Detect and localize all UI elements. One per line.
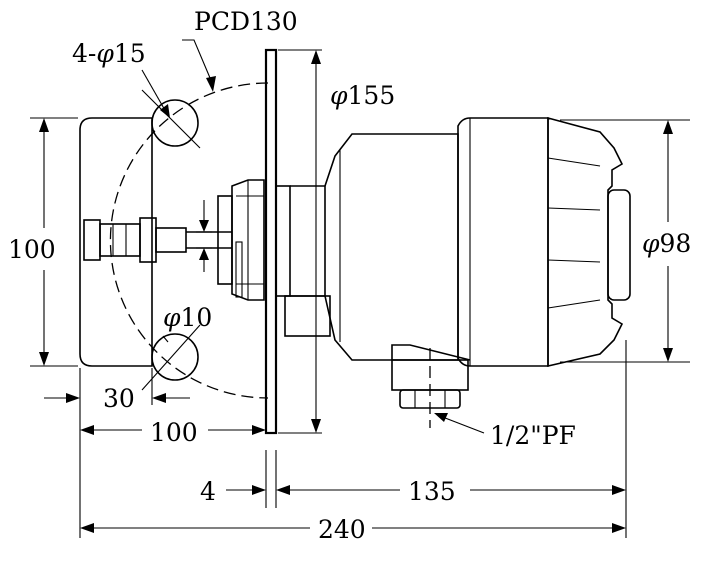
paddle-length-label: 100 [150,418,198,447]
leader-thread [434,413,485,434]
shaft [186,231,232,249]
shaft-coupling [83,217,187,263]
leader-shaft [162,335,169,343]
hole-label: 4-φ15 [72,39,146,68]
dim-shaft [196,200,212,272]
mounting-flange [264,48,278,435]
flange-dia-label: φ155 [330,81,395,110]
shaft-gland [217,179,265,301]
dim-flange-dia [278,49,322,434]
conduit-entry [391,344,471,428]
housing-neck [275,185,331,337]
leader-pcd [182,39,216,92]
shaft-dia-label: φ10 [163,303,212,332]
dim-overall-length [80,523,626,533]
flange-thickness-label: 4 [200,477,216,506]
bolt-hole-bottom [141,324,201,391]
paddle-width-label: 30 [103,384,135,413]
dim-housing-length [276,340,627,538]
dim-paddle-length [80,425,266,435]
pcd-circle [109,82,269,399]
dim-paddle-height [30,117,78,367]
bolt-hole-top [141,89,201,149]
housing-body [324,133,459,361]
housing-cover [457,116,631,368]
dim-housing-dia [560,119,690,363]
housing-length-label: 135 [408,477,456,506]
paddle-height-label: 100 [8,235,56,264]
dim-flange-thickness [226,450,277,508]
dim-paddle-width [44,368,190,538]
pcd-label: PCD130 [194,7,298,36]
paddle-vane [79,117,153,367]
conduit-thread-label: 1/2"PF [490,421,576,450]
housing-dia-label: φ98 [642,229,691,258]
leader-hole [141,69,170,118]
overall-length-label: 240 [318,515,366,544]
